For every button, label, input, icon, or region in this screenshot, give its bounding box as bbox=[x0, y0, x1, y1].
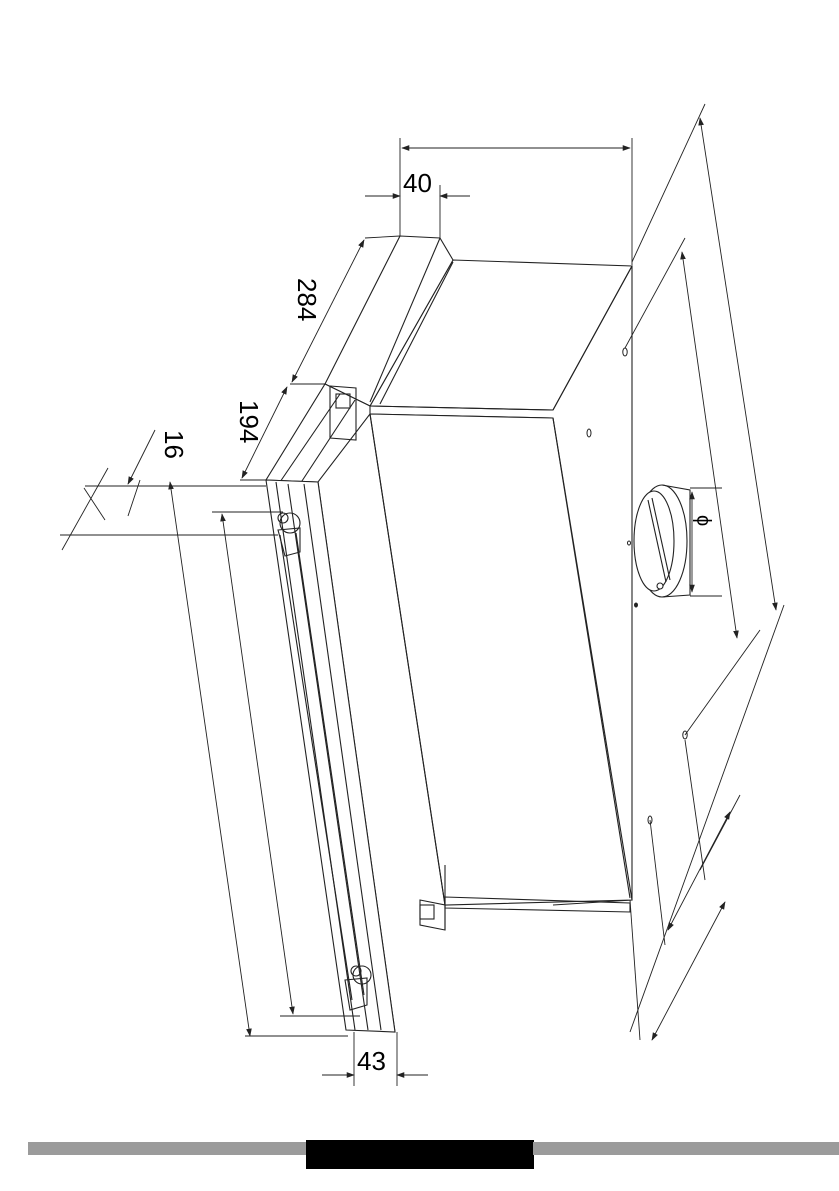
dimension-label-194: 194 bbox=[234, 400, 264, 443]
footer-black-block bbox=[306, 1140, 534, 1169]
dimension-label-40: 40 bbox=[403, 168, 432, 198]
hood-body bbox=[266, 236, 632, 1032]
dimension-label-diameter: ϕ bbox=[692, 515, 714, 526]
footer-bar-right bbox=[533, 1142, 839, 1155]
dimension-label-16: 16 bbox=[159, 430, 189, 459]
outlet-collar bbox=[634, 485, 690, 597]
dimension-label-43: 43 bbox=[357, 1046, 386, 1076]
dimension-label-284: 284 bbox=[292, 278, 322, 321]
footer-bar-left bbox=[28, 1142, 306, 1155]
